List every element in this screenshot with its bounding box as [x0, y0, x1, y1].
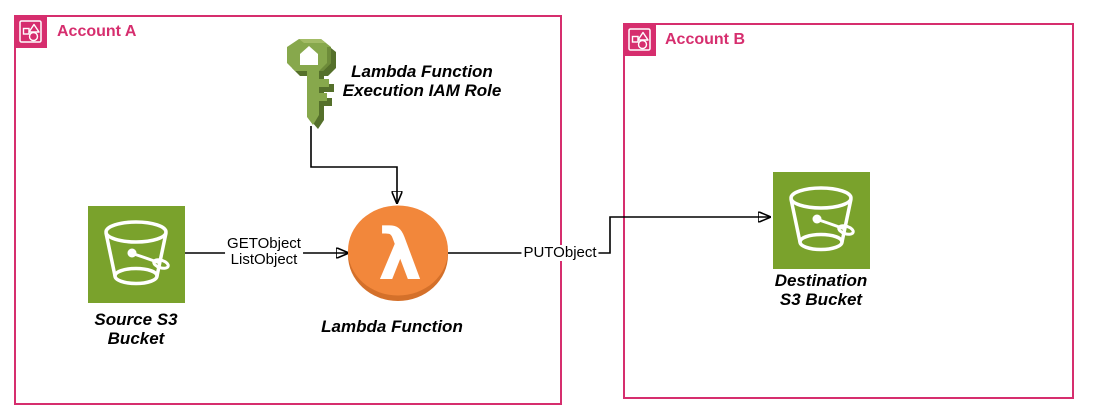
account-b-label: Account B	[665, 31, 745, 48]
edge-role-to-lambda	[310, 126, 397, 203]
iam-role-node	[283, 37, 343, 129]
account-a-label: Account A	[57, 23, 137, 40]
account-icon-glyph	[623, 23, 656, 56]
source-s3-bucket-label: Source S3 Bucket	[94, 310, 178, 348]
lambda-function-label: Lambda Function	[321, 317, 463, 336]
lambda-icon: λ	[348, 205, 448, 301]
lambda-glyph: λ	[378, 214, 422, 296]
source-s3-bucket-node	[88, 206, 185, 303]
s3-bucket-icon	[88, 206, 185, 303]
edge-lambda-to-destination	[448, 217, 770, 254]
iam-role-label: Lambda Function Execution IAM Role	[342, 62, 502, 100]
account-b-icon	[623, 23, 656, 56]
account-a-icon	[14, 15, 47, 48]
lambda-function-node: λ	[346, 204, 450, 302]
destination-s3-bucket-label: Destination S3 Bucket	[774, 271, 868, 309]
destination-s3-bucket-node	[773, 172, 870, 269]
iam-key-icon	[287, 39, 336, 129]
edge-label-getobject-listobject: GETObject ListObject	[225, 235, 303, 268]
edge-label-putobject: PUTObject	[521, 244, 599, 261]
s3-bucket-icon	[773, 172, 870, 269]
account-b-boundary	[623, 23, 1074, 399]
account-a-boundary	[14, 15, 562, 405]
account-icon-glyph	[14, 15, 47, 48]
